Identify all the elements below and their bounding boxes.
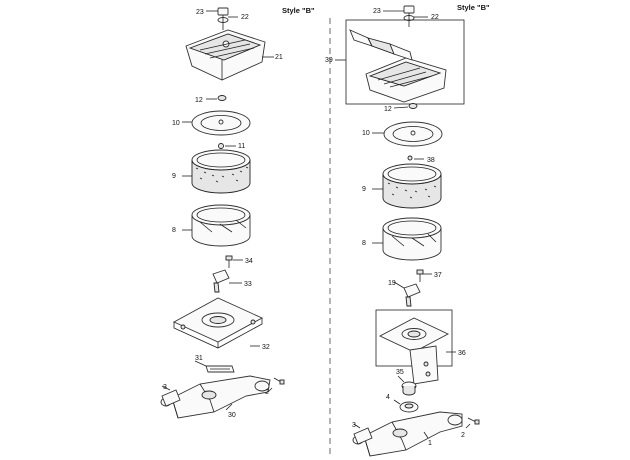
right-part-2-screw [467,417,480,425]
left-callout-11: 11 [238,143,245,150]
right-part-36-base [375,309,453,385]
left-callout-31: 31 [195,355,203,362]
left-callout-34: 34 [245,258,253,265]
left-part-34-bolt [225,255,233,268]
left-callout-23: 23 [196,9,204,16]
left-callout-2: 2 [265,389,269,396]
right-callout-19: 19 [388,280,396,287]
left-column: Style "B" 23 22 21 12 [160,6,315,419]
right-callout-4: 4 [386,394,390,401]
right-part-1-elbow [352,411,463,457]
right-callout-2: 2 [461,432,465,439]
left-part-9-filter [191,149,251,194]
left-style-label: Style "B" [282,6,315,15]
right-callout-8: 8 [362,240,366,247]
left-part-2-screw [273,377,285,385]
left-callout-30: 30 [228,412,236,419]
right-callout-39: 39 [325,57,333,64]
right-part-35 [401,381,417,396]
right-callout-36: 36 [458,350,466,357]
left-callout-9: 9 [172,173,176,180]
left-callout-21: 21 [275,54,283,61]
right-part-37-bolt [416,269,424,282]
left-part-8-ring [191,204,251,247]
right-callout-3: 3 [352,422,356,429]
right-callout-35: 35 [396,369,404,376]
right-part-9-filter [382,163,442,209]
right-style-label: Style "B" [457,3,490,12]
right-part-4 [399,401,419,413]
left-part-32-base [172,297,264,349]
right-callout-38: 38 [427,157,435,164]
left-part-30-elbow [160,375,271,419]
right-part-39-assembly [345,19,465,105]
right-callout-9: 9 [362,186,366,193]
left-callout-33: 33 [244,281,252,288]
right-callout-12: 12 [384,106,392,113]
right-callout-10: 10 [362,130,370,137]
left-part-31-gasket [205,365,235,373]
right-part-23-22 [403,5,415,27]
right-callout-37: 37 [434,272,442,279]
right-part-8-ring [382,217,442,261]
left-part-10 [191,110,251,136]
left-callout-22: 22 [241,14,249,21]
left-callout-10: 10 [172,120,180,127]
left-callout-32: 32 [262,344,270,351]
left-part-33-fitting [212,269,230,293]
left-callout-8: 8 [172,227,176,234]
left-part-21-cover [185,29,266,81]
left-callout-3: 3 [163,384,167,391]
right-callout-1: 1 [428,440,432,447]
right-callout-23: 23 [373,8,381,15]
right-callout-22: 22 [431,14,439,21]
right-column: Style "B" 23 22 39 12 [325,3,490,457]
right-part-19-fitting [403,283,421,307]
left-part-23-22 [217,7,229,30]
left-callout-12: 12 [195,97,203,104]
right-part-10 [383,121,443,147]
